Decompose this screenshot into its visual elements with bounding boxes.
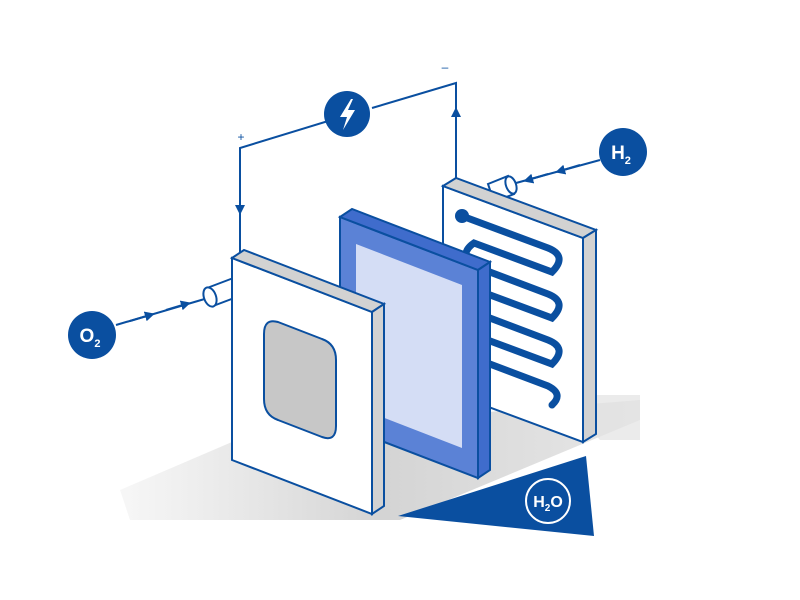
hydrogen-symbol: H [611,143,625,164]
hydrogen-subscript: 2 [625,155,631,167]
lightning-bolt-icon [340,99,355,130]
water-badge: H2O [525,478,571,524]
catalyst-window [263,320,337,440]
water-subscript: 2 [545,503,551,514]
oxygen-symbol: O [80,326,95,347]
cathode-plate [229,248,387,516]
hydrogen-inlet [486,159,601,204]
channel-inlet [455,209,469,223]
oxygen-badge: O2 [68,311,116,359]
water-symbol-h: H [533,494,545,511]
hydrogen-badge: H2 [599,128,647,176]
power-source [324,91,370,137]
oxygen-inlet [115,272,252,326]
svg-text:H2: H2 [611,143,631,167]
svg-text:O2: O2 [80,326,101,350]
circuit-wire [235,81,461,252]
water-symbol-o: O [550,494,562,511]
oxygen-subscript: 2 [94,338,100,350]
negative-terminal-label: – [442,60,449,74]
svg-text:H2O: H2O [533,494,563,514]
positive-terminal-label: + [237,130,244,144]
